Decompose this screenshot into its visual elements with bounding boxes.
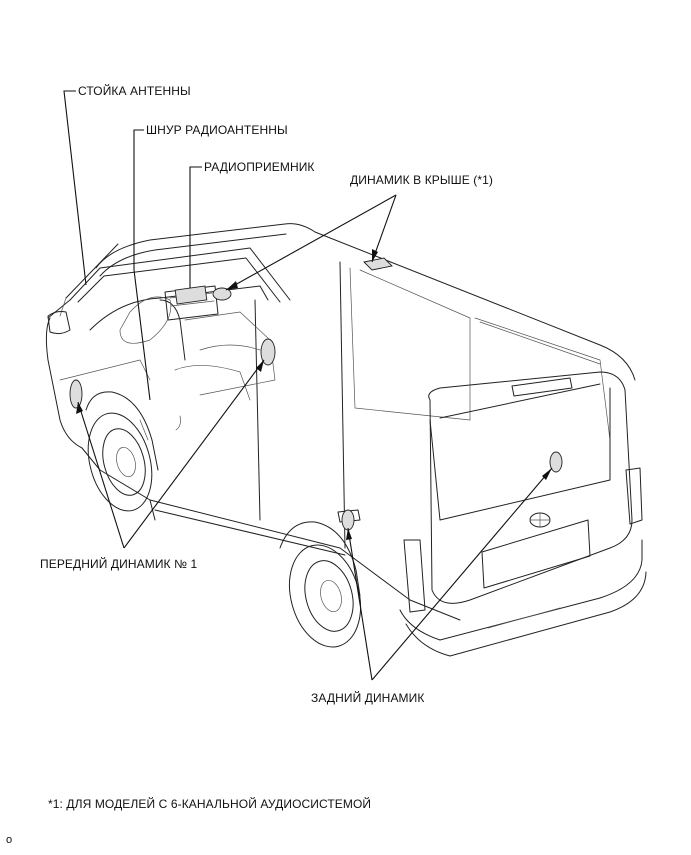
label-roof-speaker: ДИНАМИК В КРЫШЕ (*1) <box>350 173 493 187</box>
corner-mark: o <box>6 834 13 846</box>
label-front-speaker: ПЕРЕДНИЙ ДИНАМИК № 1 <box>40 557 198 571</box>
label-antenna-cord: ШНУР РАДИОАНТЕННЫ <box>146 123 288 137</box>
radio-receiver-icon <box>174 285 208 305</box>
label-rear-speaker: ЗАДНИЙ ДИНАМИК <box>311 691 425 705</box>
leader-lines <box>63 90 553 681</box>
roof-speaker-right-icon <box>363 257 393 271</box>
components <box>69 257 563 531</box>
footnote: *1: ДЛЯ МОДЕЛЕЙ С 6-КАНАЛЬНОЙ АУДИОСИСТЕ… <box>48 797 372 811</box>
label-radio-receiver: РАДИОПРИЕМНИК <box>204 160 315 174</box>
front-speaker-left-icon <box>69 379 83 409</box>
rear-speaker-left-icon <box>341 509 355 531</box>
rear-speaker-right-icon <box>549 451 563 473</box>
roof-speaker-left-icon <box>212 287 232 301</box>
label-antenna-pole: СТОЙКА АНТЕННЫ <box>78 84 191 98</box>
front-speaker-right-icon <box>260 338 276 366</box>
